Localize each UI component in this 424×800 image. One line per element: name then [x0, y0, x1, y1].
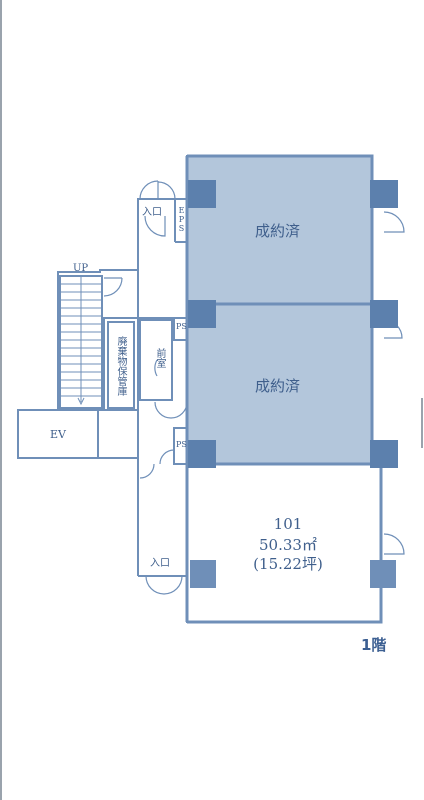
page-edge-line	[0, 0, 2, 800]
unit-number: 101	[273, 515, 303, 533]
stairs-up-label: UP	[73, 263, 89, 274]
column	[188, 440, 216, 468]
unit-tsubo: (15.22坪)	[253, 555, 323, 573]
column	[370, 440, 398, 468]
ps-lower-label: PS	[176, 440, 187, 449]
unit-area: 50.33㎡	[259, 536, 317, 554]
column	[370, 180, 398, 208]
front-room-label: 前室	[154, 348, 165, 368]
unit-middle-status: 成約済	[255, 377, 301, 395]
edge-marker	[421, 398, 423, 448]
entrance-bottom-label: 入口	[150, 558, 170, 569]
unit-middle-area	[186, 303, 373, 465]
unit-upper-status: 成約済	[255, 222, 301, 240]
floor-label: 1階	[361, 636, 387, 654]
elevator-label: EV	[50, 428, 66, 441]
column	[190, 560, 216, 588]
waste-storage-label: 廃棄物保管庫	[115, 336, 126, 396]
ps-upper-label: PS	[176, 322, 187, 331]
column	[188, 300, 216, 328]
column	[370, 300, 398, 328]
eps-label: EPS	[177, 206, 186, 233]
entrance-top-label: 入口	[142, 207, 162, 218]
column	[370, 560, 396, 588]
column	[188, 180, 216, 208]
